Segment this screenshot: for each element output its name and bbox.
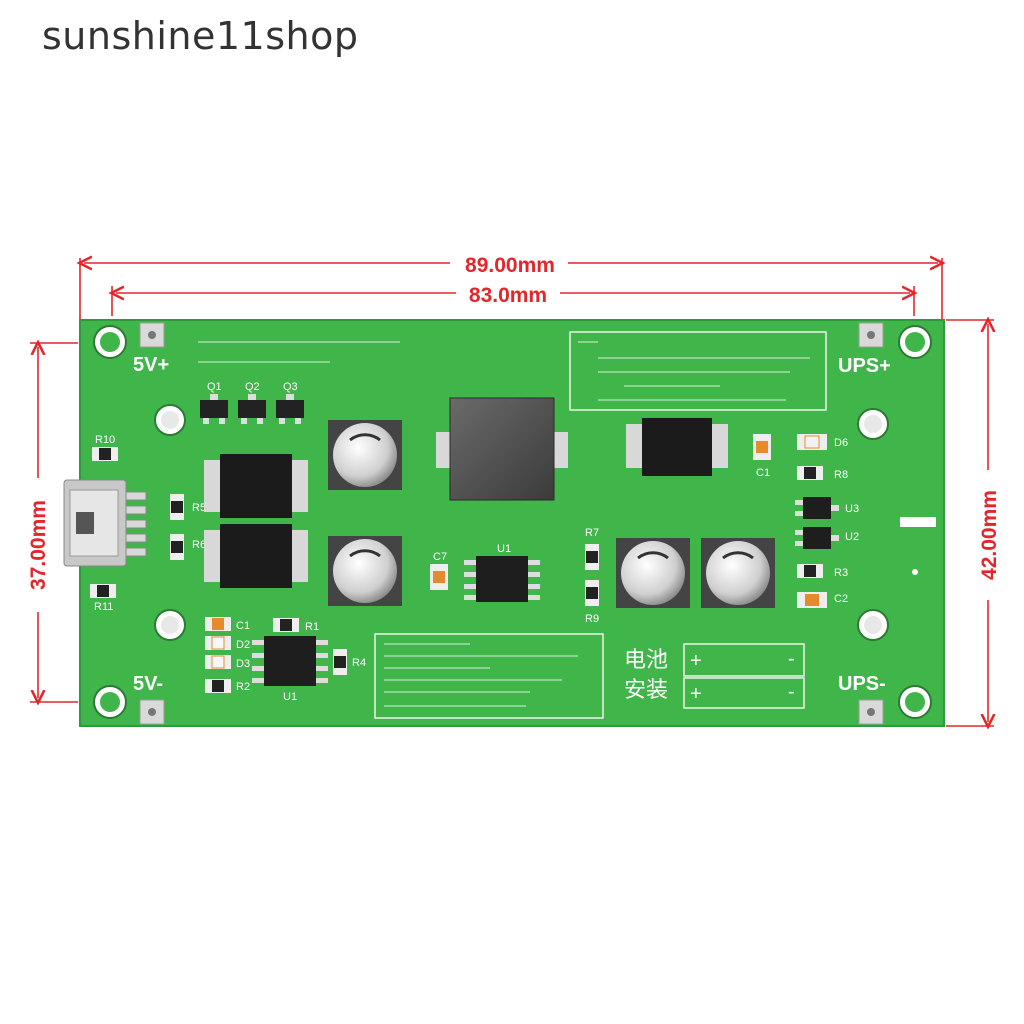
ref-r5: R5	[192, 502, 206, 514]
dim-outer-width: 89.00mm	[465, 254, 555, 277]
terminal-ups-minus: UPS-	[838, 673, 886, 695]
transistors	[200, 394, 304, 424]
schottky-diodes	[204, 418, 728, 588]
electrolytic-capacitors	[328, 420, 775, 608]
ic-chips	[252, 556, 540, 686]
battery-label-line1: 电池	[624, 647, 668, 672]
silkscreen-boxes	[374, 331, 827, 719]
board-slot	[900, 517, 936, 527]
ref-u1-bottom: U1	[283, 691, 297, 703]
ref-r6: R6	[192, 539, 206, 551]
micro-usb-port	[63, 479, 147, 567]
battery1-minus: -	[788, 648, 795, 670]
battery2-plus: +	[690, 683, 702, 705]
ref-d2: D2	[236, 639, 250, 651]
battery2-minus: -	[788, 681, 795, 703]
ref-c7: C7	[433, 551, 447, 563]
battery1-plus: +	[690, 650, 702, 672]
ref-r7: R7	[585, 527, 599, 539]
battery-label-line2: 安装	[624, 677, 668, 702]
ref-u3: U3	[845, 503, 859, 515]
terminal-5v-minus: 5V-	[133, 673, 163, 695]
silkscreen-notes	[198, 341, 810, 707]
ref-r2: R2	[236, 681, 250, 693]
ref-c1: C1	[236, 620, 250, 632]
terminal-pads	[139, 322, 884, 725]
ref-u2: U2	[845, 531, 859, 543]
power-inductor	[436, 397, 568, 501]
ref-d3: D3	[236, 658, 250, 670]
ref-c1-right: C1	[756, 467, 770, 479]
smd-leds-caps	[205, 434, 827, 693]
watermark-text: sunshine11shop	[42, 14, 359, 58]
ref-c2: C2	[834, 593, 848, 605]
terminal-5v-plus: 5V+	[133, 354, 169, 376]
ref-r3: R3	[834, 567, 848, 579]
ref-r9: R9	[585, 613, 599, 625]
ref-u1-top: U1	[497, 543, 511, 555]
ref-r11: R11	[94, 601, 113, 613]
dim-left-height: 37.00mm	[27, 500, 50, 590]
small-regulators	[795, 497, 839, 549]
ref-r1: R1	[305, 621, 319, 633]
ref-r8: R8	[834, 469, 848, 481]
dim-inner-width: 83.0mm	[469, 284, 547, 307]
ref-r10: R10	[95, 434, 115, 446]
ref-q1: Q1	[207, 381, 222, 393]
dim-right-height: 42.00mm	[978, 490, 1001, 580]
ref-q3: Q3	[283, 381, 298, 393]
ref-r4: R4	[352, 657, 366, 669]
terminal-ups-plus: UPS+	[838, 355, 891, 377]
smd-resistors	[90, 447, 823, 675]
ref-d6: D6	[834, 437, 848, 449]
ref-q2: Q2	[245, 381, 260, 393]
dimension-annotations	[30, 258, 994, 726]
